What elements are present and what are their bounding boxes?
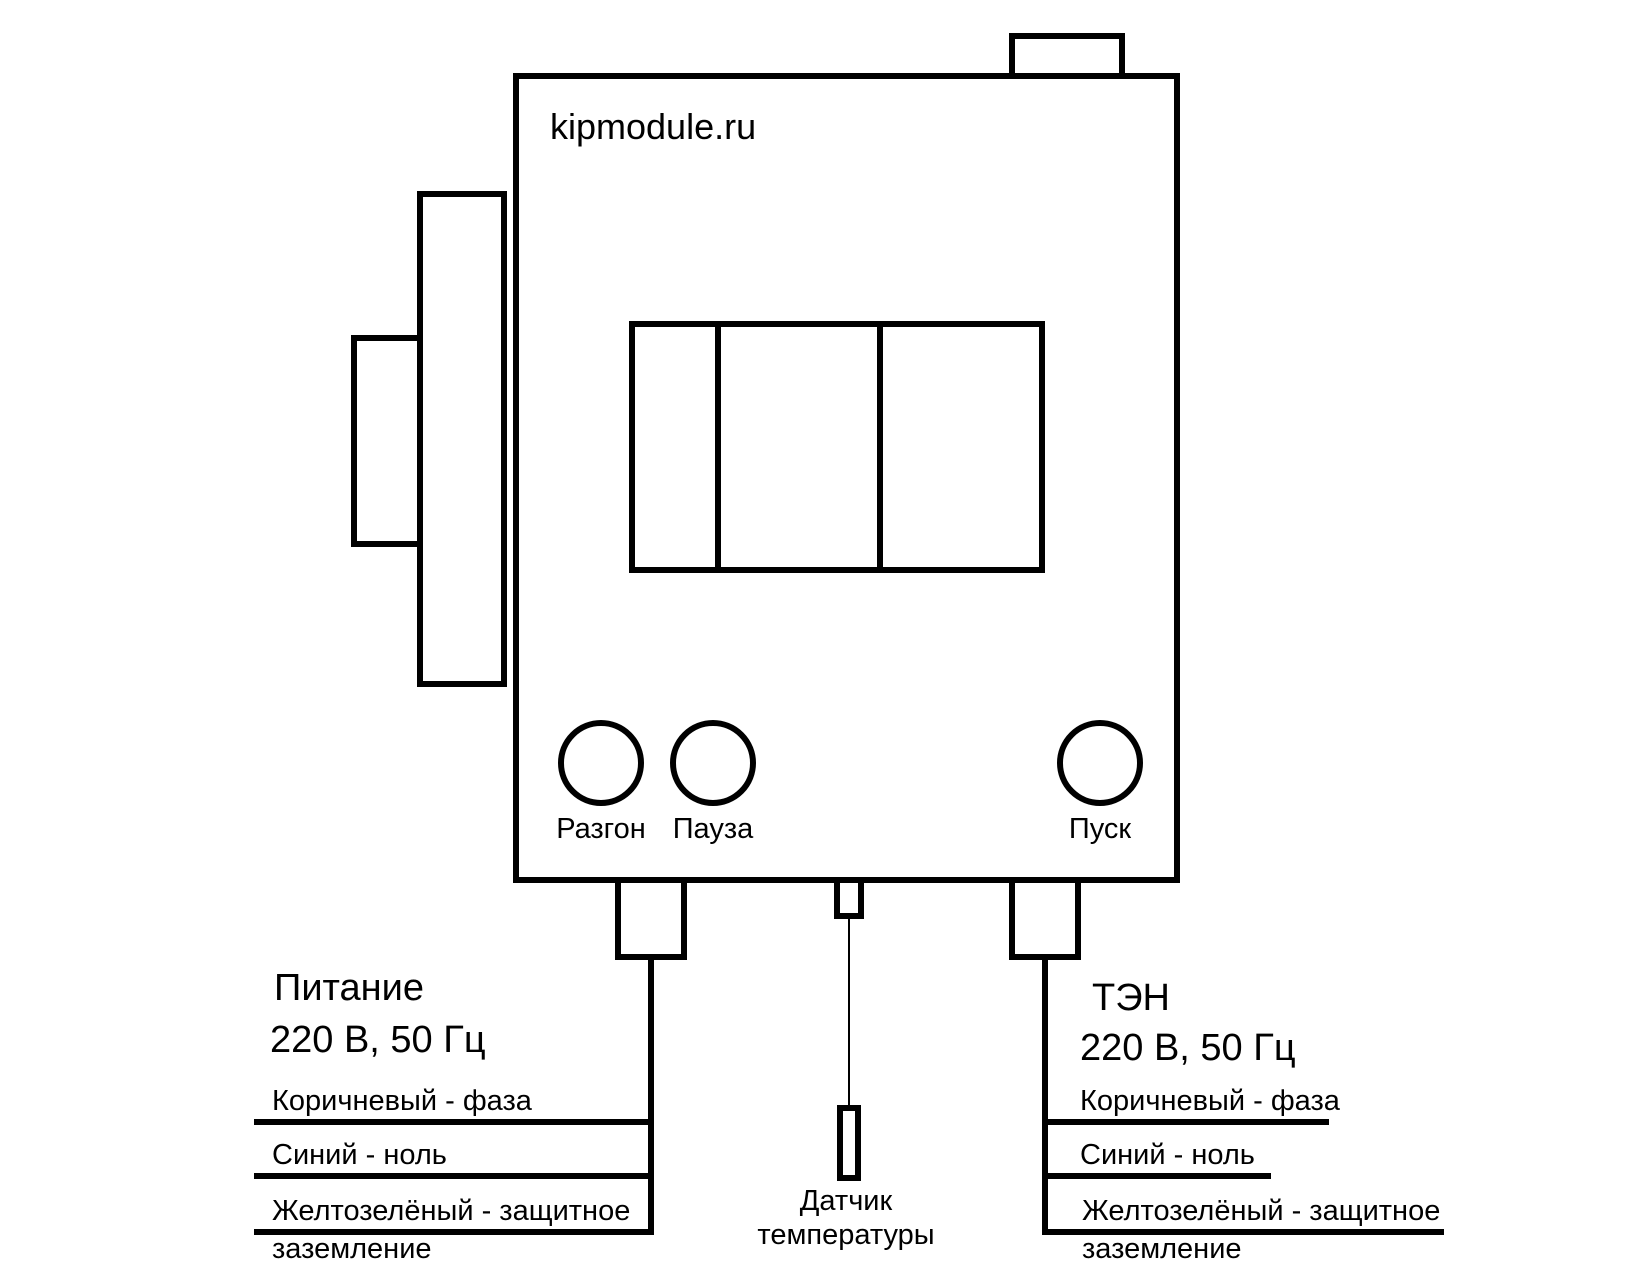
power-spec: 220 В, 50 Гц xyxy=(270,1019,486,1061)
heater-cable-gland xyxy=(1009,877,1081,960)
heater-wire-blue-label: Синий - ноль xyxy=(1080,1139,1255,1171)
side-circuit-breaker xyxy=(417,191,507,687)
power-title: Питание xyxy=(274,967,424,1009)
heater-title: ТЭН xyxy=(1092,977,1170,1019)
sensor-cable-gland xyxy=(834,877,864,919)
power-wire-ground-label-2: заземление xyxy=(272,1233,432,1265)
power-wire-blue-label: Синий - ноль xyxy=(272,1139,447,1171)
display-window xyxy=(629,321,1045,573)
heater-wire-brown-label: Коричневый - фаза xyxy=(1080,1085,1341,1117)
temperature-probe xyxy=(837,1105,861,1181)
sensor-label-line2: температуры xyxy=(757,1219,934,1251)
start-button[interactable] xyxy=(1057,720,1143,806)
breaker-handle xyxy=(351,335,423,547)
boost-button[interactable] xyxy=(558,720,644,806)
sensor-label-line1: Датчик xyxy=(800,1185,893,1217)
heater-wire-ground-label-2: заземление xyxy=(1082,1233,1242,1265)
boost-button-label: Разгон xyxy=(556,813,646,845)
top-connector xyxy=(1009,33,1125,79)
start-button-label: Пуск xyxy=(1069,813,1132,845)
power-cable-gland xyxy=(615,877,687,960)
heater-wire-ground-label: Желтозелёный - защитное xyxy=(1082,1195,1440,1227)
pause-button-label: Пауза xyxy=(673,813,754,845)
controller-enclosure xyxy=(513,73,1180,883)
power-wire-brown-label: Коричневый - фаза xyxy=(272,1085,533,1117)
brand-label: kipmodule.ru xyxy=(550,106,756,147)
heater-spec: 220 В, 50 Гц xyxy=(1080,1027,1296,1069)
pause-button[interactable] xyxy=(670,720,756,806)
power-wire-ground-label: Желтозелёный - защитное xyxy=(272,1195,630,1227)
